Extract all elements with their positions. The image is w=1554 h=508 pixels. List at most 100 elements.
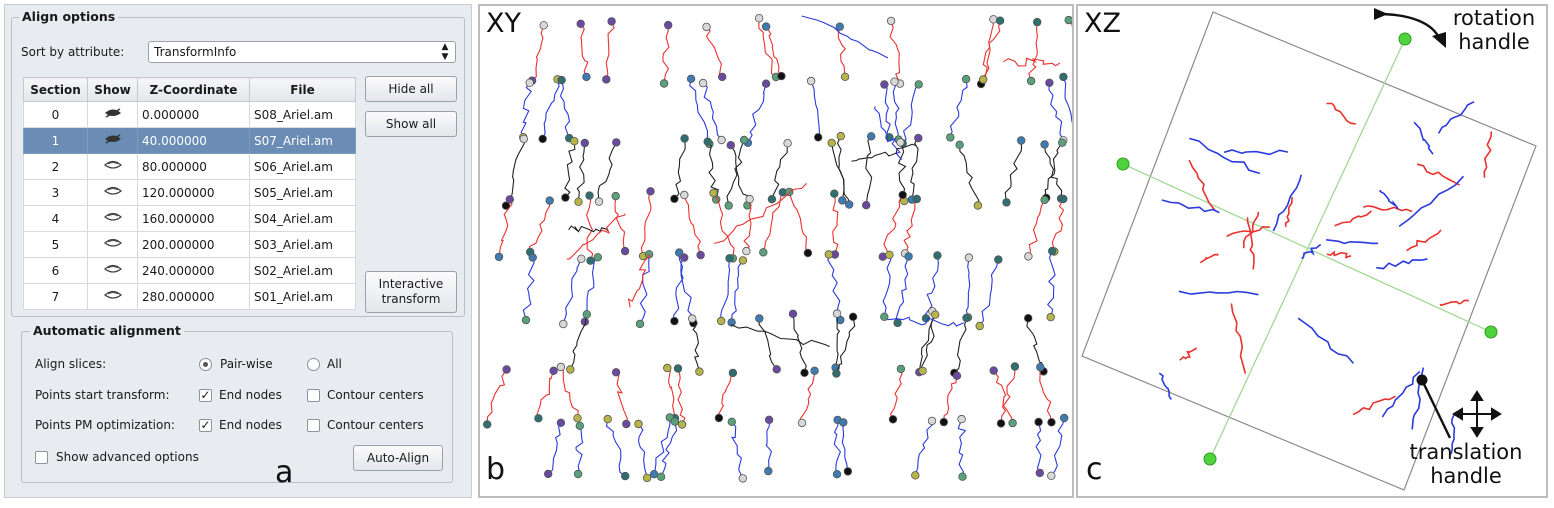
column-header-file[interactable]: File — [249, 77, 356, 102]
cell-show[interactable] — [87, 127, 138, 154]
pm-end-nodes-checkbox[interactable]: ✓ — [199, 418, 212, 432]
trace-end-node — [501, 201, 511, 210]
trace-end-node — [577, 254, 586, 263]
trace-end-node — [525, 78, 534, 87]
pm-contour-centers-checkbox[interactable] — [307, 419, 320, 432]
left-axis-handle[interactable] — [1116, 157, 1130, 171]
sort-by-select[interactable]: TransformInfo ▲▼ — [148, 41, 456, 63]
cell-show[interactable] — [87, 153, 138, 180]
cell-show[interactable] — [87, 179, 138, 206]
trace-end-node — [1035, 468, 1044, 478]
right-axis-handle[interactable] — [1484, 325, 1498, 339]
trace-end-node — [659, 79, 669, 88]
column-header-z-coordinate[interactable]: Z-Coordinate — [137, 77, 250, 102]
xz-view[interactable]: XZ rotation handle translation handle c — [1076, 4, 1548, 498]
show-all-button[interactable]: Show all — [365, 111, 457, 137]
interactive-transform-button[interactable]: Interactive transform — [365, 271, 457, 313]
cell-show[interactable] — [87, 283, 138, 310]
trace-end-node — [885, 250, 894, 259]
auto-align-button[interactable]: Auto-Align — [353, 445, 443, 471]
trace-end-node — [714, 413, 724, 423]
trace-end-node — [1040, 140, 1049, 149]
trace-end-node — [803, 248, 813, 258]
trace-end-node — [673, 364, 683, 373]
rotation-handle[interactable] — [1398, 32, 1412, 46]
eye-closed-icon[interactable] — [104, 133, 122, 148]
trace-end-node — [989, 15, 998, 24]
eye-closed-icon[interactable] — [104, 107, 122, 122]
start-contour-centers-checkbox[interactable] — [307, 389, 320, 402]
xz-trace — [1483, 131, 1492, 178]
cell-show[interactable] — [87, 205, 138, 232]
trace-end-node — [644, 250, 654, 259]
eye-open-icon[interactable] — [103, 211, 122, 226]
neurite-trace — [1046, 250, 1056, 318]
trace-end-node — [1059, 72, 1068, 82]
trace-end-node — [962, 313, 971, 323]
column-header-section[interactable]: Section — [23, 77, 88, 102]
column-header-show[interactable]: Show — [87, 77, 138, 102]
pairwise-radio[interactable] — [199, 358, 212, 371]
xz-trace — [1223, 149, 1289, 156]
xz-trace — [1158, 372, 1172, 400]
neurite-trace — [575, 425, 584, 475]
cell-section: 2 — [23, 153, 88, 180]
cell-file: S03_Ariel.am — [249, 231, 356, 258]
trace-end-node — [674, 248, 684, 257]
xy-neuron-traces — [482, 13, 1072, 483]
neurite-trace — [569, 314, 588, 370]
translation-handle[interactable] — [1416, 374, 1428, 386]
eye-open-icon[interactable] — [103, 185, 122, 200]
bottom-axis-handle[interactable] — [1203, 452, 1217, 466]
trace-end-node — [663, 20, 673, 30]
neurite-trace — [566, 213, 626, 260]
trace-end-node — [996, 419, 1006, 428]
xz-trace — [1189, 137, 1261, 175]
show-advanced-checkbox[interactable] — [35, 451, 48, 464]
cell-file: S05_Ariel.am — [249, 179, 356, 206]
eye-open-icon[interactable] — [103, 289, 122, 304]
all-radio[interactable] — [307, 358, 320, 371]
eye-open-icon[interactable] — [103, 263, 122, 278]
trace-end-node — [914, 80, 923, 89]
trace-end-node — [1060, 413, 1069, 423]
trace-end-node — [904, 252, 913, 261]
eye-open-icon[interactable] — [103, 159, 122, 174]
trace-end-node — [946, 133, 955, 142]
cell-show[interactable] — [87, 101, 138, 128]
hide-all-button[interactable]: Hide all — [365, 76, 457, 102]
xz-trace — [1161, 199, 1220, 214]
cell-section: 4 — [23, 205, 88, 232]
rotation-axis-line — [1209, 38, 1406, 460]
trace-end-node — [696, 250, 705, 260]
trace-end-node — [764, 466, 773, 476]
neurite-trace — [1039, 367, 1053, 423]
cell-show[interactable] — [87, 231, 138, 258]
neurite-trace — [1028, 22, 1038, 82]
trace-end-node — [566, 365, 575, 374]
start-end-nodes-checkbox[interactable]: ✓ — [199, 388, 212, 402]
cell-section: 5 — [23, 231, 88, 258]
xy-view[interactable]: XY b — [478, 4, 1074, 498]
xz-trace — [1297, 317, 1355, 364]
neurite-trace — [705, 26, 723, 78]
cell-show[interactable] — [87, 257, 138, 284]
points-pm-optimization-label: Points PM optimization: — [35, 418, 175, 432]
neurite-trace — [707, 141, 719, 200]
neurite-trace — [559, 79, 571, 139]
eye-open-icon[interactable] — [103, 237, 122, 252]
neurite-trace — [788, 191, 809, 254]
trace-end-node — [832, 470, 842, 479]
table-header-row: Section Show Z-Coordinate File — [23, 77, 356, 102]
trace-end-node — [612, 138, 621, 147]
neurite-trace — [498, 199, 513, 257]
trace-end-node — [728, 368, 738, 378]
